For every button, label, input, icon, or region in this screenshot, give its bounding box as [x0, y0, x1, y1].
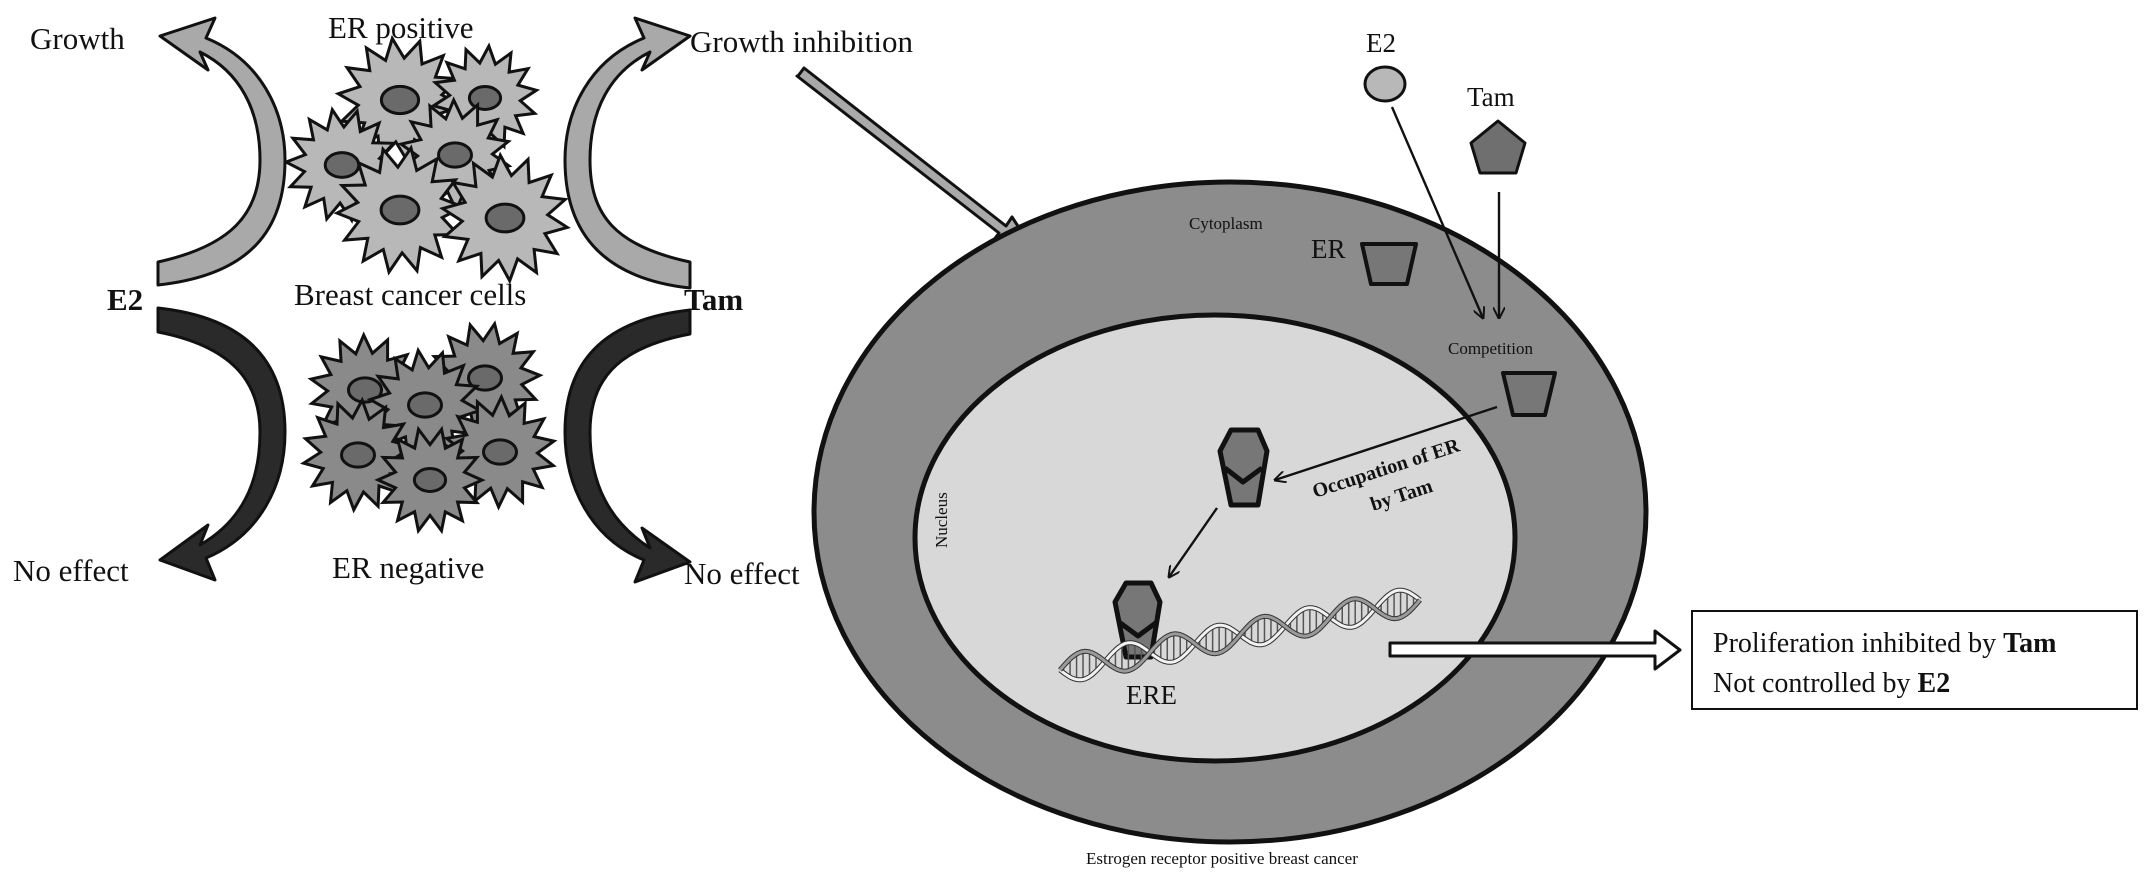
- cell-nucleus-icon: [340, 441, 376, 469]
- label-e2-left: E2: [107, 282, 143, 317]
- result-line-2-text: Not controlled by: [1713, 668, 1918, 699]
- er-receptor-icon: [1360, 242, 1418, 286]
- output-arrow: [1388, 629, 1682, 671]
- label-competition: Competition: [1448, 339, 1534, 358]
- result-line-1-bold: Tam: [2003, 628, 2057, 659]
- label-er: ER: [1311, 234, 1346, 264]
- cell-nucleus-icon: [482, 438, 518, 466]
- label-growth: Growth: [30, 21, 125, 56]
- label-caption: Estrogen receptor positive breast cancer: [1086, 849, 1358, 868]
- label-ere: ERE: [1126, 680, 1177, 710]
- e2-growth-arrow: [156, 16, 287, 287]
- ere-bound-complex-icon: [1112, 580, 1163, 660]
- label-tam-left: Tam: [684, 282, 743, 317]
- label-e2-cell: E2: [1366, 28, 1396, 58]
- tam-growth-inhibition-arrow: [563, 16, 692, 290]
- result-line-2: Not controlled by E2: [1713, 664, 2136, 704]
- tam-er-complex-icon: [1217, 427, 1270, 508]
- tam-no-effect-arrow: [563, 308, 692, 584]
- label-nucleus: Nucleus: [932, 492, 951, 548]
- label-breast-cancer-cells: Breast cancer cells: [294, 277, 526, 312]
- nucleus: [912, 312, 1518, 764]
- label-er-positive: ER positive: [328, 10, 474, 45]
- occupation-arrow: [1275, 405, 1498, 480]
- e2-no-effect-arrow: [156, 306, 287, 582]
- label-er-negative: ER negative: [332, 550, 484, 585]
- dna-helix-icon: [1058, 587, 1422, 683]
- label-no-effect-left: No effect: [13, 553, 129, 588]
- pathway-arrow: [795, 66, 1037, 254]
- cell-nucleus-icon: [437, 141, 473, 169]
- cell-nucleus-icon: [379, 194, 421, 226]
- label-no-effect-right: No effect: [684, 556, 800, 591]
- cell-nucleus-icon: [484, 202, 526, 234]
- result-box: Proliferation inhibited by Tam Not contr…: [1691, 610, 2138, 710]
- cell-nucleus-icon: [407, 391, 443, 419]
- er-positive-cell-cluster: [282, 34, 571, 285]
- cell-nucleus-icon: [347, 376, 383, 404]
- label-growth-inhibition: Growth inhibition: [690, 24, 914, 59]
- cell-nucleus-icon: [412, 467, 448, 493]
- er-negative-cell-cluster: [299, 320, 558, 535]
- label-cytoplasm: Cytoplasm: [1189, 214, 1263, 233]
- result-line-1-text: Proliferation inhibited by: [1713, 628, 2004, 659]
- cell-nucleus-icon: [467, 364, 503, 392]
- tam-ligand-icon: [1469, 119, 1527, 175]
- cell-nucleus-icon: [323, 151, 361, 179]
- to-ere-arrow: [1169, 507, 1218, 577]
- competition-receptor-icon: [1501, 371, 1557, 417]
- cell-nucleus-icon: [379, 84, 421, 116]
- result-line-2-bold: E2: [1917, 668, 1951, 699]
- e2-ligand-icon: [1363, 65, 1407, 103]
- dna-strand: [1058, 597, 1422, 673]
- label-tam-cell: Tam: [1467, 82, 1515, 112]
- result-line-1: Proliferation inhibited by Tam: [1713, 624, 2136, 664]
- e2-to-competition-arrow: [1390, 106, 1483, 318]
